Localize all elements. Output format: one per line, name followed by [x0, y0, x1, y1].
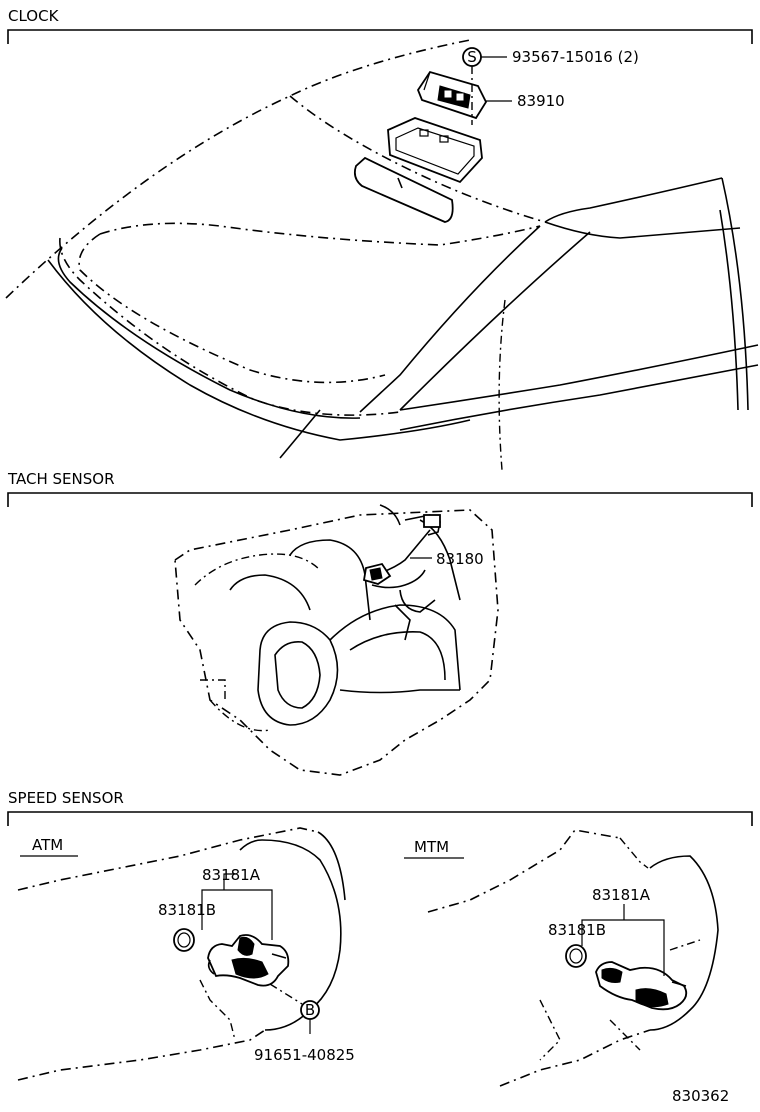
- clock-section-title: CLOCK: [8, 7, 60, 25]
- speed-section-title: SPEED SENSOR: [8, 789, 124, 807]
- bolt-symbol-letter: B: [305, 1001, 315, 1019]
- atm-bolt-part-number: 91651-40825: [254, 1046, 355, 1064]
- tach-section-bracket: [7, 492, 753, 507]
- figure-code: 830362: [672, 1087, 729, 1105]
- vehicle-outline-clock: [5, 39, 759, 471]
- mtm-subsection: MTM 83181A 83181B: [404, 829, 719, 1087]
- mtm-label: MTM: [414, 838, 449, 856]
- atm-sensor-part-number: 83181A: [202, 866, 261, 884]
- clock-unit-part: [416, 70, 488, 120]
- tach-section-title: TACH SENSOR: [7, 470, 115, 488]
- atm-oring-part-number: 83181B: [158, 901, 216, 919]
- speed-sensor-section: SPEED SENSOR ATM: [7, 789, 753, 1087]
- atm-subsection: ATM B 83: [17, 827, 355, 1081]
- tach-sensor-part: [362, 562, 392, 585]
- tach-sensor-part-number: 83180: [436, 550, 484, 568]
- atm-oring-part: [173, 928, 195, 952]
- clock-section-bracket: [7, 29, 753, 44]
- atm-label: ATM: [32, 836, 63, 854]
- clock-screw-part-number: 93567-15016 (2): [512, 48, 639, 66]
- mtm-oring-part: [565, 944, 587, 968]
- screw-symbol-letter: S: [467, 48, 477, 66]
- mtm-sensor-part-number: 83181A: [592, 886, 651, 904]
- tach-sensor-section: TACH SENSOR: [7, 470, 753, 776]
- mtm-oring-part-number: 83181B: [548, 921, 606, 939]
- clock-section: CLOCK: [5, 7, 759, 471]
- speed-section-bracket: [7, 811, 753, 826]
- clock-part-number: 83910: [517, 92, 565, 110]
- engine-outline: [174, 504, 499, 776]
- screw-symbol-icon: [462, 47, 482, 67]
